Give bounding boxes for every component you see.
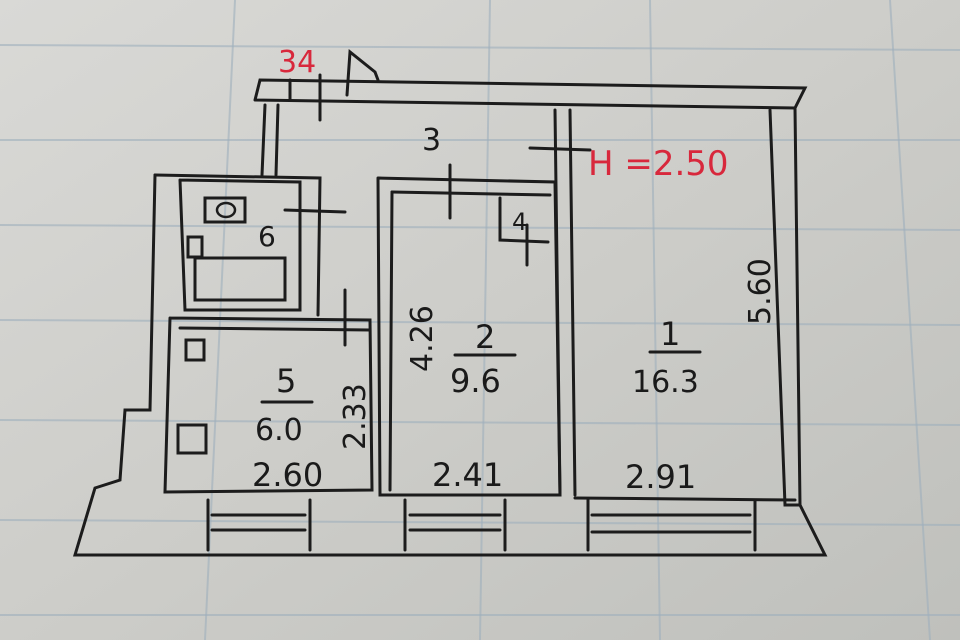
room-2-number: 2 bbox=[475, 318, 495, 356]
room-5-width: 2.60 bbox=[252, 456, 323, 494]
room-5-area: 6.0 bbox=[255, 413, 303, 448]
room-2-width: 2.41 bbox=[432, 456, 503, 494]
room-5-length: 2.33 bbox=[338, 383, 373, 450]
room-1-number: 1 bbox=[660, 315, 680, 353]
room-2-area: 9.6 bbox=[450, 362, 501, 400]
walls bbox=[72, 49, 828, 557]
room-4-number: 4 bbox=[512, 208, 527, 236]
room-3-number: 3 bbox=[422, 123, 441, 158]
room-1-length: 5.60 bbox=[743, 258, 778, 325]
ceiling-height: H =2.50 bbox=[588, 144, 729, 184]
room-1-area: 16.3 bbox=[632, 365, 699, 400]
apartment-number: 34 bbox=[278, 45, 316, 80]
room-1-width: 2.91 bbox=[625, 458, 696, 496]
room-2-length: 4.26 bbox=[405, 305, 440, 372]
room-5-number: 5 bbox=[276, 362, 296, 400]
room-6-number: 6 bbox=[258, 220, 276, 253]
